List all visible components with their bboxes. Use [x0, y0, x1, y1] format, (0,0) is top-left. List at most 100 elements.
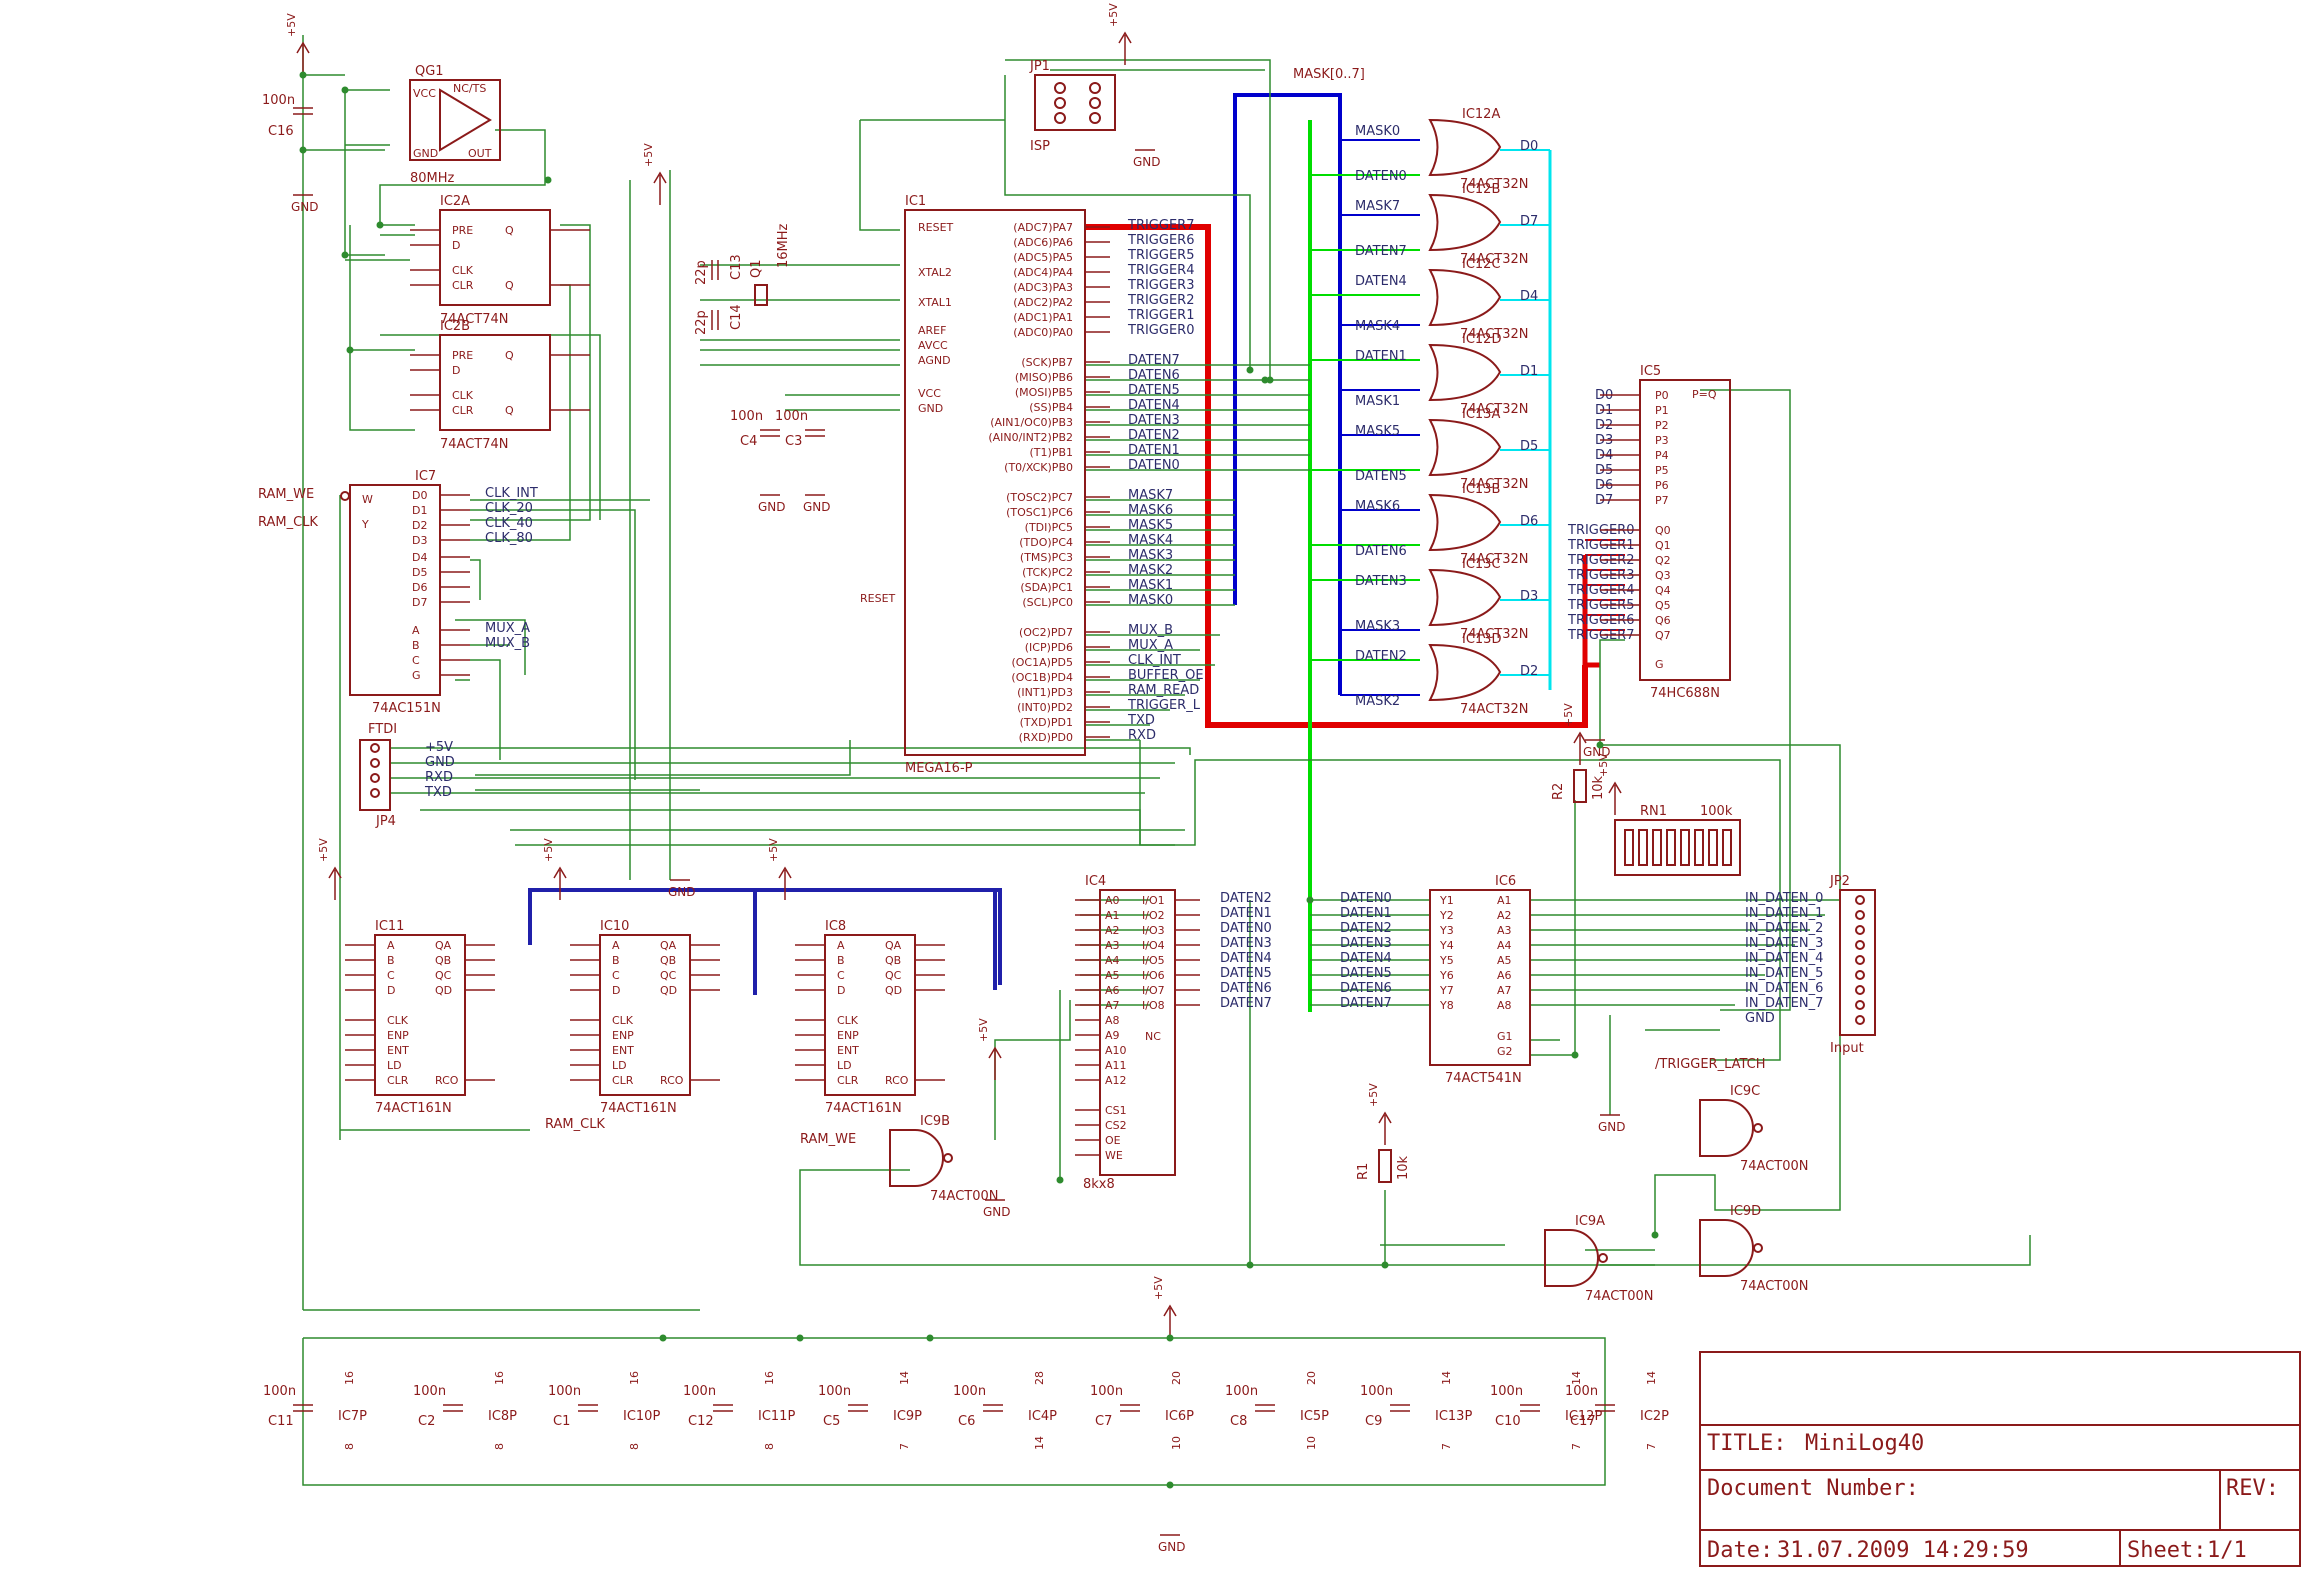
junction-dot: [341, 251, 349, 259]
counter-right-pin: RCO: [885, 1074, 909, 1087]
comparator-p-pin: P6: [1655, 479, 1669, 492]
mcu-port-pin: (TDI)PC5: [1025, 521, 1073, 534]
comparator-p-pin: P1: [1655, 404, 1669, 417]
pin-nc: NC/TS: [453, 82, 486, 95]
decoupling-cap-name: C1: [553, 1414, 570, 1429]
or-gate-type: 74ACT32N: [1460, 477, 1529, 492]
input-net-2: IN_DATEN_2: [1745, 921, 1823, 936]
mcu-net-txd: TXD: [1127, 713, 1155, 728]
or-gate-in-a: MASK5: [1355, 424, 1400, 439]
vcc-arrow: [1573, 731, 1587, 744]
counter-right-pin: RCO: [660, 1074, 684, 1087]
mcu-port-pin: (AIN0/INT2)PB2: [988, 431, 1073, 444]
mcu-port-pin: (ADC7)PA7: [1013, 221, 1073, 234]
vcc-label: +5V: [642, 143, 655, 167]
ram-io-pin: I/O2: [1142, 909, 1165, 922]
vcc-label: +5V: [1152, 1276, 1165, 1300]
junction-dot: [299, 146, 307, 154]
decoupling-cap-name: C11: [268, 1414, 294, 1429]
counter-address-bus: [528, 888, 1002, 995]
ff-name: IC2B: [440, 319, 470, 334]
decoupling-vcc-pin: 20: [1305, 1371, 1318, 1385]
buffer-left-net: DATEN0: [1340, 891, 1392, 906]
mux-input-g: G: [412, 669, 421, 682]
mux-input-d7: D7: [412, 596, 427, 609]
mcu-net-trigger5: TRIGGER5: [1127, 248, 1194, 263]
capacitor: [760, 429, 780, 437]
decoupling-ic-name: IC4P: [1028, 1409, 1057, 1424]
ram-addr-pin: A4: [1105, 954, 1120, 967]
counter-left-pin: A: [387, 939, 395, 952]
document-number-label: Document Number:: [1707, 1476, 1919, 1501]
or-gate-body: [1428, 193, 1502, 252]
mcu-port-pin: (ADC0)PA0: [1013, 326, 1073, 339]
or-gate-out: D5: [1520, 439, 1538, 454]
buffer-left-net: DATEN3: [1340, 936, 1392, 951]
vcc-arrow: [1118, 31, 1132, 44]
junction-dot: [1596, 741, 1604, 749]
counter-left-pin: ENT: [612, 1044, 634, 1057]
counter-left-pin: LD: [387, 1059, 402, 1072]
mcu-left-pin-8: RESET: [860, 592, 896, 605]
decoupling-cap-name: C7: [1095, 1414, 1112, 1429]
decoupling-gnd-pin: 8: [763, 1443, 776, 1450]
or-gate-name: IC12D: [1462, 332, 1501, 347]
ram-io-pin: I/O8: [1142, 999, 1165, 1012]
vcc-label: +5V: [1367, 1083, 1380, 1107]
resnet-element: [1666, 829, 1676, 866]
pin-out: OUT: [468, 147, 492, 160]
counter-right-pin: QD: [885, 984, 902, 997]
decoupling-ic-name: IC6P: [1165, 1409, 1194, 1424]
ram-net: DATEN0: [1220, 921, 1272, 936]
mcu-net-trigger1: TRIGGER1: [1127, 308, 1194, 323]
resnet-element: [1680, 829, 1690, 866]
vcc-arrow: [1378, 1111, 1392, 1124]
part-body: [349, 484, 441, 696]
comparator-q-pin: Q1: [1655, 539, 1671, 552]
or-gate-type: 74ACT32N: [1460, 402, 1529, 417]
pin-gnd: GND: [413, 147, 438, 160]
date-label: Date:: [1707, 1538, 1773, 1563]
counter-name: IC10: [600, 919, 629, 934]
mcu-port-pin: (SCK)PB7: [1021, 356, 1073, 369]
buffer-name: IC6: [1495, 874, 1516, 889]
mcu-net-trigger2: TRIGGER2: [1127, 293, 1194, 308]
or-gate-in-a: DATEN4: [1355, 274, 1407, 289]
counter-right-pin: QD: [660, 984, 677, 997]
ram-net: DATEN3: [1220, 936, 1272, 951]
vcc-arrow: [778, 866, 792, 879]
counter-left-pin: B: [612, 954, 620, 967]
decoupling-cap: [713, 1404, 733, 1412]
part-body: [1034, 74, 1116, 131]
mux-pin-y: Y: [361, 518, 369, 531]
counter-left-pin: CLR: [612, 1074, 634, 1087]
or-gate-in-b: DATEN6: [1355, 544, 1407, 559]
comparator-g-pin: G: [1655, 658, 1664, 671]
ram-clk-net-label: RAM_CLK: [545, 1117, 605, 1132]
mcu-port-pin: (OC1B)PD4: [1011, 671, 1073, 684]
counter-left-pin: ENT: [387, 1044, 409, 1057]
vcc-label: +5V: [542, 838, 555, 862]
comparator-q-pin: Q0: [1655, 524, 1671, 537]
mcu-net-trigger4: TRIGGER4: [1127, 263, 1194, 278]
nand-gate-name: IC9A: [1575, 1214, 1605, 1229]
decoupling-ic-name: IC9P: [893, 1409, 922, 1424]
ram-net: DATEN6: [1220, 981, 1272, 996]
mcu-port-pin: (T1)PB1: [1030, 446, 1073, 459]
isp-pin: [1054, 97, 1066, 109]
pin-vcc: VCC: [413, 87, 436, 100]
input-label: Input: [1830, 1041, 1864, 1056]
decoupling-gnd-pin: 8: [343, 1443, 356, 1450]
counter-right-pin: QA: [660, 939, 677, 952]
or-gate-in-b: DATEN0: [1355, 169, 1407, 184]
part-body: [359, 739, 391, 811]
mcu-net-buffer_oe: BUFFER_OE: [1128, 668, 1204, 683]
